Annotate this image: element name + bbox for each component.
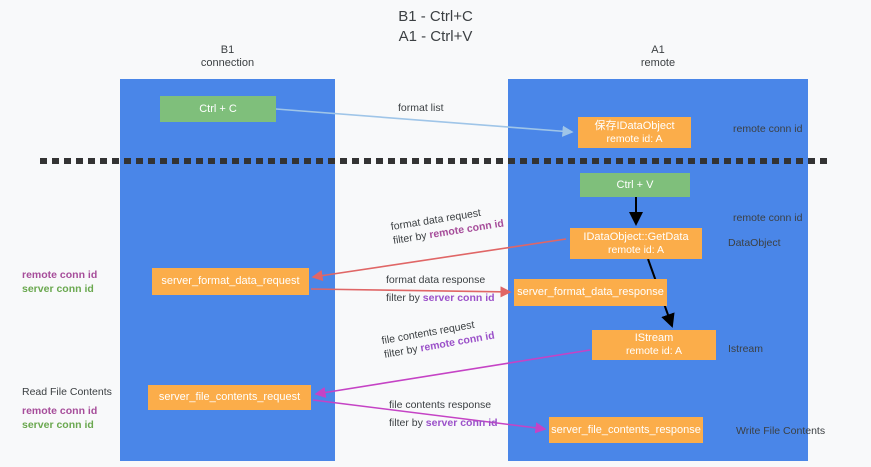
edge-label-file-contents-request: file contents request filter by remote c…: [381, 315, 496, 362]
annotation-read-file-contents: Read File Contents: [22, 386, 112, 398]
edge-label-format-list: format list: [398, 101, 444, 115]
edge-label-format-data-response-filter: filter by server conn id: [386, 291, 495, 305]
node-server-file-contents-response-label: server_file_contents_response: [551, 423, 701, 436]
node-istream-label: IStream: [634, 332, 674, 344]
node-idataobject[interactable]: 保存IDataObject remote id: A: [578, 117, 691, 148]
edge-label-file-contents-response-text: file contents response: [389, 399, 492, 411]
annotation-left-conn-ids-top: remote conn id server conn id: [22, 268, 97, 296]
node-server-format-data-response-label: server_format_data_response: [517, 286, 664, 298]
node-getdata-label: IDataObject::GetData: [583, 230, 689, 243]
annotation-server-conn-id: server conn id: [22, 283, 94, 295]
annotation-remote-conn-id: remote conn id: [22, 405, 98, 417]
node-server-file-contents-request[interactable]: server_file_contents_request: [148, 385, 311, 410]
edge-label-format-list-text: format list: [398, 102, 444, 114]
edge-label-file-contents-response-filter: filter by server conn id: [389, 416, 498, 430]
edge-label-format-data-request: format data request filter by remote con…: [390, 203, 505, 248]
filter-prefix: filter by: [389, 417, 426, 429]
node-idataobject-label: 保存IDataObject: [594, 119, 675, 132]
node-ctrl-c-label: Ctrl + C: [199, 102, 237, 115]
annotation-write-file-contents: Write File Contents: [736, 425, 826, 437]
annotation-right-remote-conn-id-top: remote conn id: [733, 123, 803, 135]
node-server-format-data-request[interactable]: server_format_data_request: [152, 268, 309, 295]
filter-key-server-conn-id: server conn id: [422, 292, 495, 304]
node-getdata-remote-id: remote id: A: [607, 243, 665, 256]
node-istream[interactable]: IStream remote id: A: [592, 330, 716, 360]
node-idataobject-getdata[interactable]: IDataObject::GetData remote id: A: [570, 228, 702, 259]
edge-label-format-data-response-text: format data response: [386, 274, 486, 286]
edge-label-file-contents-response: file contents response filter by server …: [389, 398, 498, 430]
phase-divider: [40, 158, 831, 164]
annotation-istream: Istream: [728, 343, 764, 355]
annotation-data-object: DataObject: [728, 237, 781, 249]
node-idataobject-remote-id: remote id: A: [606, 132, 663, 145]
node-ctrl-v-label: Ctrl + V: [616, 178, 654, 191]
annotation-server-conn-id: server conn id: [22, 419, 94, 431]
page-title: B1 - Ctrl+C A1 - Ctrl+V: [398, 8, 473, 45]
annotation-left-read-file-contents: Read File Contents remote conn id server…: [22, 385, 112, 432]
node-istream-remote-id: remote id: A: [625, 345, 683, 357]
node-server-format-data-response[interactable]: server_format_data_response: [514, 279, 667, 306]
filter-key-server-conn-id: server conn id: [425, 417, 498, 429]
node-server-file-contents-request-label: server_file_contents_request: [158, 391, 301, 403]
node-ctrl-c[interactable]: Ctrl + C: [160, 96, 276, 122]
annotation-right-remote-conn-id-mid: remote conn id: [733, 212, 803, 224]
node-server-format-data-request-label: server_format_data_request: [161, 275, 300, 287]
swimlane-header-a1: A1 remote: [640, 44, 676, 69]
edge-label-format-data-response: format data response filter by server co…: [386, 273, 495, 305]
annotation-remote-conn-id: remote conn id: [22, 269, 98, 281]
filter-prefix: filter by: [386, 292, 423, 304]
node-server-file-contents-response[interactable]: server_file_contents_response: [549, 417, 703, 443]
swimlane-header-b1: B1 connection: [200, 44, 255, 69]
node-ctrl-v[interactable]: Ctrl + V: [580, 173, 690, 197]
